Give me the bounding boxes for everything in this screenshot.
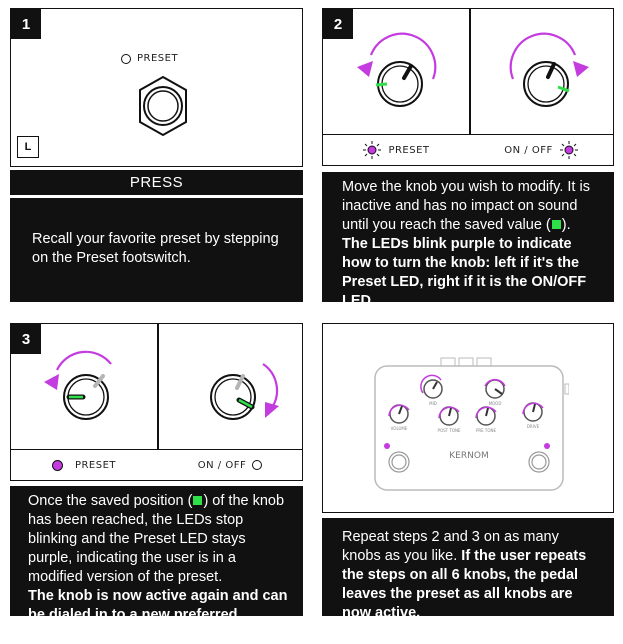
pedal-label-volume: VOLUME	[391, 426, 408, 431]
step2-illustration-panel: 2	[322, 8, 614, 166]
pedal-label-mid: MID	[429, 401, 437, 406]
preset-led-label: PRESET	[121, 53, 178, 64]
step1-illustration-panel: 1 PRESET L	[10, 8, 303, 167]
step3-bold-text: The knob is now active again and can be …	[28, 588, 288, 642]
pedal-label-drive: DRIVE	[527, 424, 540, 429]
onoff-label: ON / OFF	[197, 459, 247, 471]
pedal-label-mood: MOOD	[489, 401, 502, 406]
knob-icon	[420, 374, 443, 399]
blinking-led-icon	[363, 141, 382, 159]
rotate-arrow-icon	[357, 32, 437, 80]
pedal-brand: KERNOM	[449, 451, 488, 461]
step1-text: Recall your favorite preset by stepping …	[32, 231, 279, 266]
pedal-label-pre-tone: PRE TONE	[476, 428, 497, 433]
press-bar: PRESS	[10, 170, 303, 195]
step3-text-box: Once the saved position () of the knob h…	[10, 486, 303, 642]
step-badge: 3	[11, 324, 41, 354]
step4-illustration-panel: MID MOOD VOLUME POST TONE PRE TONE DRIVE…	[322, 323, 614, 513]
preset-solid-label: PRESET	[11, 450, 157, 480]
green-led-icon	[192, 495, 204, 506]
preset-label: PRESET	[74, 459, 117, 471]
step2-bold-text: The LEDs blink purple to indicate how to…	[342, 236, 587, 309]
preset-label: PRESET	[137, 53, 179, 64]
rotate-arrow-icon	[262, 363, 279, 418]
rotate-arrow-icon	[509, 32, 589, 80]
green-led-icon	[550, 219, 562, 230]
step2-text: Move the knob you wish to modify. It is …	[342, 179, 590, 233]
knob-icon	[484, 378, 506, 399]
step-badge: 2	[323, 9, 353, 39]
pedal-illustration: MID MOOD VOLUME POST TONE PRE TONE DRIVE…	[374, 357, 569, 491]
corner-label-box: L	[17, 136, 39, 158]
knob-icon	[438, 406, 460, 426]
step2-text-box: Move the knob you wish to modify. It is …	[322, 172, 614, 309]
preset-blink-label: PRESET	[323, 135, 469, 165]
knob-icon	[523, 61, 570, 107]
step1-text-box: Recall your favorite preset by stepping …	[10, 198, 303, 302]
knob-left-rotation	[357, 32, 437, 107]
knob-saved-left	[44, 350, 112, 420]
knob-right-rotation	[509, 32, 589, 107]
onoff-off-label: ON / OFF	[158, 450, 302, 480]
press-label: PRESS	[129, 174, 184, 191]
knob-icon	[388, 404, 410, 424]
step4-text-box: Repeat steps 2 and 3 on as many knobs as…	[322, 518, 614, 621]
knob-icon	[210, 374, 256, 420]
step3-illustration-panel: 3 PRESET ON / OFF	[10, 323, 303, 481]
preset-label: PRESET	[388, 144, 430, 156]
knob-icon	[522, 402, 544, 422]
step3-text: Once the saved position () of the knob h…	[28, 493, 285, 585]
corner-label: L	[24, 141, 32, 153]
step4-text: Repeat steps 2 and 3 on as many knobs as…	[342, 529, 587, 621]
preset-led-icon	[121, 53, 131, 64]
onoff-blink-label: ON / OFF	[470, 135, 613, 165]
knob-icon	[475, 406, 497, 426]
step-badge: 1	[11, 9, 41, 39]
knob-icon	[63, 374, 109, 420]
purple-led-icon	[51, 459, 63, 471]
knob-icon	[375, 61, 423, 107]
rotate-arrow-icon	[44, 350, 112, 390]
blinking-led-icon	[559, 141, 578, 159]
onoff-label: ON / OFF	[504, 144, 553, 156]
footswitch-icon	[139, 75, 187, 137]
off-led-icon	[252, 460, 263, 470]
pedal-label-post-tone: POST TONE	[438, 428, 461, 433]
knob-saved-right	[210, 363, 279, 420]
